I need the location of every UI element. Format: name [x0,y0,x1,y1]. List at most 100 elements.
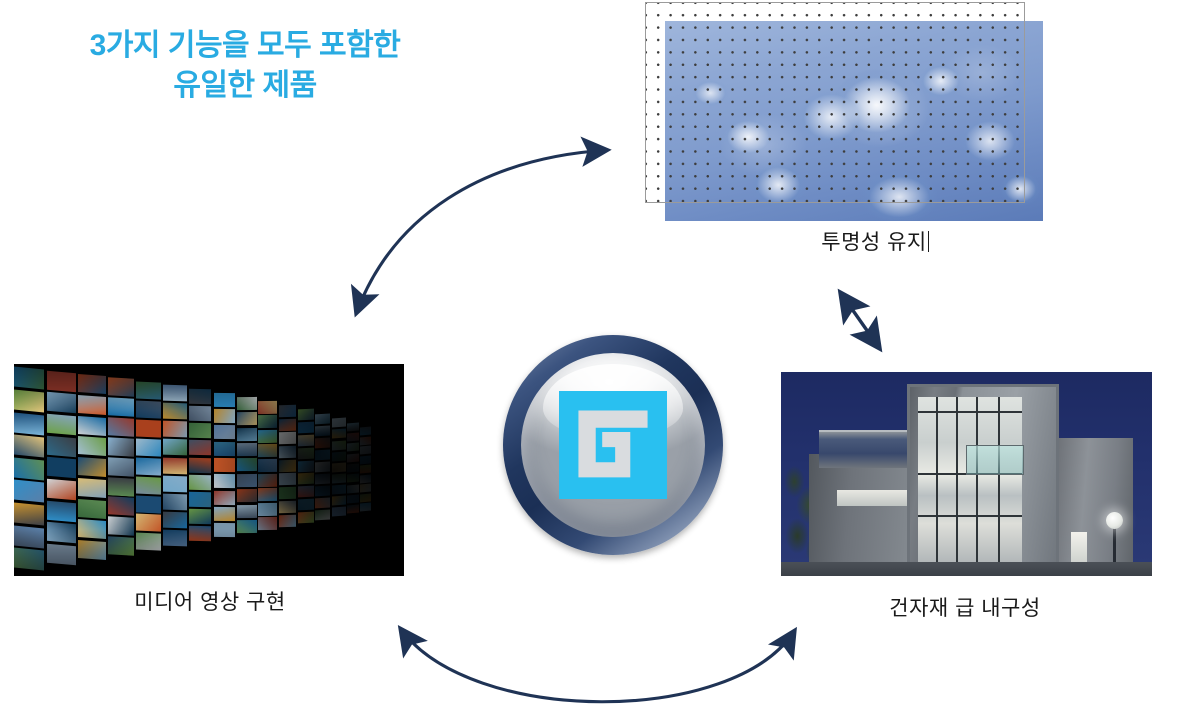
video-screen [163,529,188,546]
building-balcony [966,445,1024,475]
video-screen [278,500,297,513]
page-title: 3가지 기능을 모두 포함한 유일한 제품 [89,29,401,102]
video-screen [77,498,106,519]
video-screen [297,460,314,472]
video-screen [163,475,188,492]
video-screen [107,377,134,397]
video-screen [258,400,277,414]
video-screen [331,440,346,451]
video-screen [107,417,134,437]
video-screen [236,396,257,410]
video-screen [136,419,162,437]
video-screen [14,389,44,413]
video-screen [258,444,277,458]
video-screen [77,373,106,395]
video-screen [315,437,331,449]
video-screen [258,502,277,516]
video-screen [360,445,372,455]
caption-media: 미디어 영상 구현 [134,591,286,614]
video-screen [258,473,277,487]
video-screen [189,423,212,439]
video-screen [189,491,212,508]
video-screen [346,422,359,432]
video-screen [14,457,44,481]
arrow-media-durability [397,624,797,704]
video-screen [46,370,76,392]
video-screen [136,494,162,513]
video-screen [77,519,106,540]
video-screen [360,483,372,493]
video-screen [360,502,372,512]
caption-transparency: 투명성 유지 [700,226,1050,256]
video-screen [136,438,162,456]
video-screen [107,476,134,496]
video-screen [236,489,257,503]
video-screen [331,451,346,462]
node-durability-image[interactable] [781,372,1152,576]
video-screen [213,474,235,489]
video-screen [346,494,359,504]
video-screen [297,434,314,447]
node-media-image[interactable] [14,364,404,576]
video-screen [315,509,331,521]
video-screen [46,435,76,457]
video-screen [163,457,188,474]
video-screen [14,479,44,503]
dot-grid-overlay [645,2,1025,203]
video-screen [163,439,188,456]
video-screen [236,473,257,488]
video-screen [236,442,257,457]
arrow-transparency-durability [837,288,883,353]
video-screen [163,421,188,438]
video-screen [360,436,372,445]
video-screen [213,425,235,440]
video-screen [14,412,44,435]
video-screen [77,394,106,415]
video-screen [107,516,134,536]
video-screen [258,415,277,428]
building-window-strip [837,490,911,506]
video-screen [278,445,297,458]
center-logo[interactable] [497,329,729,561]
video-screen [163,402,188,420]
node-transparency-image[interactable] [645,2,1043,221]
video-screen [14,525,44,548]
video-screen [258,516,277,530]
video-screen [331,506,346,518]
video-screen [315,449,331,461]
video-screen [136,532,162,551]
video-screen [331,428,346,439]
video-screen [213,408,235,424]
video-screen [213,392,235,407]
video-screen [315,497,331,509]
video-screen [278,486,297,500]
video-screen [189,508,212,525]
video-screen [189,526,212,542]
video-screen [315,413,331,425]
video-screen [46,500,76,523]
video-screen [77,415,106,436]
video-screen [46,543,76,566]
video-screen [46,413,76,436]
video-screen [46,522,76,544]
video-screen [360,426,372,436]
video-screen [258,429,277,443]
video-screen [77,436,106,457]
text-caret [927,231,929,252]
video-screen [258,487,277,501]
building-curtain-wall [918,397,1024,573]
video-screen [107,456,134,476]
building-ground [781,562,1152,576]
video-screen [315,485,331,497]
video-screen [46,392,76,414]
video-screen [213,506,235,522]
lamp-globe-icon [1106,512,1123,529]
video-screen [236,458,257,472]
video-screen [360,474,372,483]
building-left-wing [809,454,909,576]
video-screen [278,514,297,527]
video-screen [360,455,372,464]
video-screen [278,473,297,486]
video-screen [297,408,314,421]
